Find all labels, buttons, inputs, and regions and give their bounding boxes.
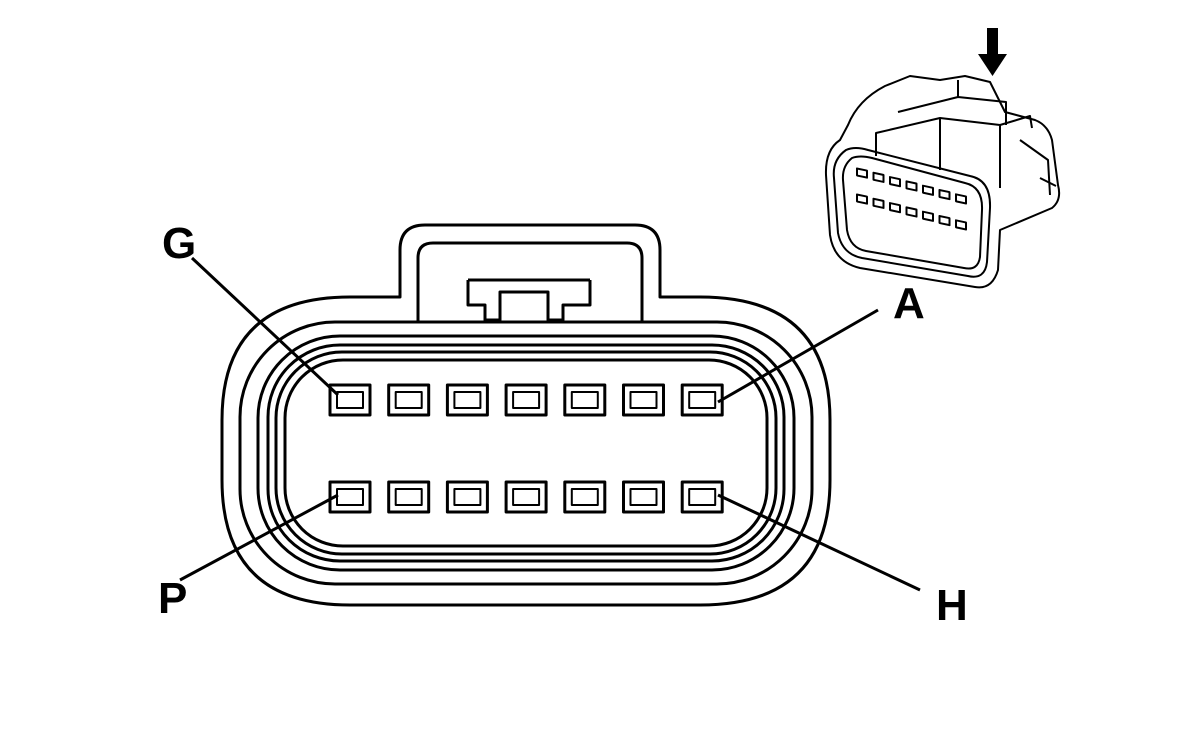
iso-cavity-grid: [856, 167, 967, 231]
seal-ring-2: [256, 334, 796, 572]
connector-outer-shell: [220, 223, 832, 607]
iso-cavity: [955, 193, 967, 205]
leader-line-h: [717, 493, 921, 592]
cavity: [563, 480, 607, 514]
iso-cavity: [955, 219, 967, 231]
cavity: [680, 383, 724, 417]
seal-ring-4: [274, 350, 778, 556]
seal-ring-3: [266, 343, 786, 563]
cavity: [680, 480, 724, 514]
leader-line-g: [190, 256, 340, 397]
connector-face: G A P H: [158, 219, 968, 630]
callout-h: H: [936, 581, 968, 630]
cavity: [328, 383, 372, 417]
leader-line-a: [717, 308, 879, 404]
cavity: [504, 480, 548, 514]
leader-line-p: [179, 493, 339, 582]
iso-cavity: [922, 184, 934, 196]
iso-cavity: [938, 189, 951, 201]
iso-cavity: [872, 197, 885, 209]
cavity: [563, 383, 607, 417]
latch-tab: [466, 278, 592, 322]
cavity-grid: [328, 383, 724, 514]
iso-cavity: [938, 215, 951, 227]
connector-isometric-view: [824, 28, 1061, 289]
iso-body-outline: [824, 75, 1061, 289]
latch-outline: [416, 241, 644, 322]
iso-front-face: [832, 147, 992, 278]
iso-cavity: [889, 176, 901, 188]
iso-cavity: [922, 210, 934, 222]
cavity: [445, 480, 489, 514]
iso-cavity: [905, 180, 918, 192]
callout-g: G: [162, 219, 196, 268]
iso-cavity: [889, 202, 901, 214]
iso-cavity: [856, 167, 868, 179]
seal-ring-1: [238, 320, 814, 586]
iso-cavity: [856, 193, 868, 205]
cavity: [622, 383, 665, 417]
seal-ring-5: [283, 358, 769, 548]
cavity: [622, 480, 665, 514]
iso-cavity: [905, 206, 918, 218]
cavity: [504, 383, 548, 417]
cavity: [387, 383, 431, 417]
callout-a: A: [893, 279, 925, 328]
cavity: [387, 480, 431, 514]
down-arrow-icon: [978, 28, 1007, 76]
callout-p: P: [158, 574, 187, 623]
cavity: [445, 383, 489, 417]
iso-cavity: [872, 171, 885, 183]
